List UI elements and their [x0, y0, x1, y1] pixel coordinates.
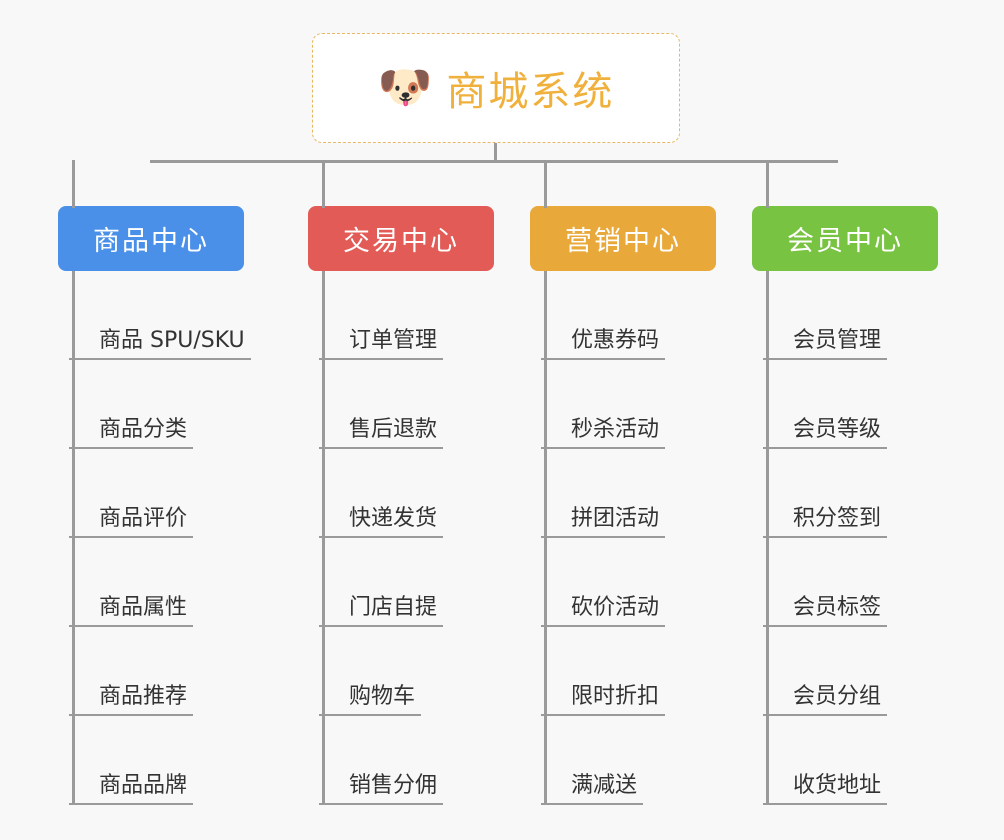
category-box-trade-center[interactable]: 交易中心 [308, 206, 494, 271]
spine-member-center [766, 271, 769, 805]
column-member-center: 会员中心会员管理会员等级积分签到会员标签会员分组收货地址 [752, 206, 938, 805]
list-item[interactable]: 快递发货 [319, 449, 494, 538]
list-item[interactable]: 商品分类 [69, 360, 244, 449]
connector-drop-marketing-center [544, 160, 547, 208]
category-box-member-center[interactable]: 会员中心 [752, 206, 938, 271]
root-node[interactable]: 🐶 商城系统 [312, 33, 680, 143]
spine-trade-center [322, 271, 325, 805]
list-item[interactable]: 商品推荐 [69, 627, 244, 716]
category-label: 营销中心 [565, 226, 681, 257]
list-item-label: 销售分佣 [319, 767, 444, 805]
column-product-center: 商品中心商品 SPU/SKU 商品分类商品评价商品属性商品推荐商品品牌 [58, 206, 251, 805]
list-item-label: 会员标签 [763, 589, 888, 627]
list-item[interactable]: 会员管理 [763, 271, 938, 360]
list-item[interactable]: 门店自提 [319, 538, 494, 627]
list-item[interactable]: 秒杀活动 [541, 360, 716, 449]
list-item-label: 秒杀活动 [541, 411, 666, 449]
list-item[interactable]: 限时折扣 [541, 627, 716, 716]
list-item[interactable]: 订单管理 [319, 271, 494, 360]
connector-drop-member-center [766, 160, 769, 208]
list-item[interactable]: 收货地址 [763, 716, 938, 805]
list-item[interactable]: 会员分组 [763, 627, 938, 716]
list-item[interactable]: 会员标签 [763, 538, 938, 627]
list-item-label: 优惠券码 [541, 322, 666, 360]
item-list-member-center: 会员管理会员等级积分签到会员标签会员分组收货地址 [763, 271, 938, 805]
root-title: 商城系统 [446, 69, 615, 115]
category-label: 交易中心 [343, 226, 459, 257]
list-item[interactable]: 商品 SPU/SKU [69, 271, 251, 360]
list-item-label: 满减送 [541, 767, 644, 805]
list-item-label: 商品 SPU/SKU [69, 322, 251, 360]
spine-marketing-center [544, 271, 547, 805]
list-item[interactable]: 积分签到 [763, 449, 938, 538]
list-item[interactable]: 优惠券码 [541, 271, 716, 360]
list-item[interactable]: 会员等级 [763, 360, 938, 449]
list-item[interactable]: 满减送 [541, 716, 716, 805]
list-item-label: 积分签到 [763, 500, 888, 538]
list-item[interactable]: 购物车 [319, 627, 494, 716]
list-item-label: 会员等级 [763, 411, 888, 449]
list-item[interactable]: 商品品牌 [69, 716, 244, 805]
list-item-label: 快递发货 [319, 500, 444, 538]
list-item-label: 售后退款 [319, 411, 444, 449]
list-item[interactable]: 商品属性 [69, 538, 244, 627]
list-item-label: 收货地址 [763, 767, 888, 805]
list-item[interactable]: 商品评价 [69, 449, 244, 538]
list-item-label: 砍价活动 [541, 589, 666, 627]
list-item-label: 商品属性 [69, 589, 194, 627]
connector-horizontal-bus [150, 160, 838, 163]
list-item-label: 商品评价 [69, 500, 194, 538]
list-item-label: 商品分类 [69, 411, 194, 449]
spine-product-center [72, 271, 75, 805]
list-item-label: 商品推荐 [69, 678, 194, 716]
connector-root-vertical [494, 143, 497, 163]
list-item-label: 拼团活动 [541, 500, 666, 538]
category-box-marketing-center[interactable]: 营销中心 [530, 206, 716, 271]
item-list-marketing-center: 优惠券码秒杀活动拼团活动砍价活动限时折扣满减送 [541, 271, 716, 805]
connector-drop-trade-center [322, 160, 325, 208]
list-item-label: 商品品牌 [69, 767, 194, 805]
list-item[interactable]: 砍价活动 [541, 538, 716, 627]
category-box-product-center[interactable]: 商品中心 [58, 206, 244, 271]
list-item[interactable]: 售后退款 [319, 360, 494, 449]
column-trade-center: 交易中心订单管理售后退款快递发货门店自提购物车销售分佣 [308, 206, 494, 805]
list-item-label: 订单管理 [319, 322, 444, 360]
item-list-trade-center: 订单管理售后退款快递发货门店自提购物车销售分佣 [319, 271, 494, 805]
item-list-product-center: 商品 SPU/SKU 商品分类商品评价商品属性商品推荐商品品牌 [69, 271, 251, 805]
list-item-label: 门店自提 [319, 589, 444, 627]
dog-face-icon: 🐶 [377, 62, 433, 113]
category-label: 商品中心 [93, 226, 209, 257]
list-item[interactable]: 销售分佣 [319, 716, 494, 805]
list-item[interactable]: 拼团活动 [541, 449, 716, 538]
list-item-label: 会员管理 [763, 322, 888, 360]
connector-drop-product-center [72, 160, 75, 208]
category-label: 会员中心 [787, 226, 903, 257]
column-marketing-center: 营销中心优惠券码秒杀活动拼团活动砍价活动限时折扣满减送 [530, 206, 716, 805]
list-item-label: 购物车 [319, 678, 422, 716]
list-item-label: 限时折扣 [541, 678, 666, 716]
list-item-label: 会员分组 [763, 678, 888, 716]
